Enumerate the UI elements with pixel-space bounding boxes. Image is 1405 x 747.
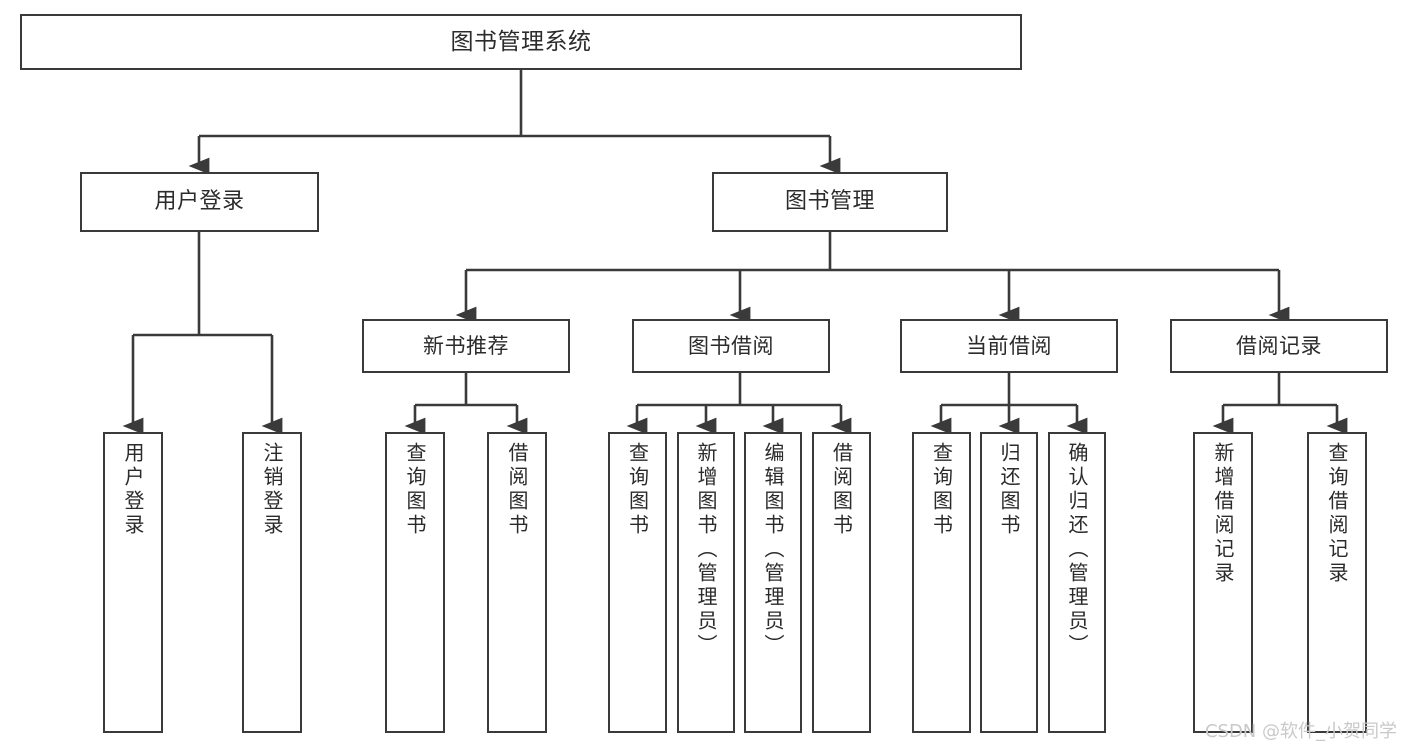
node-current-borrow[interactable]: 当前借阅 [900,319,1118,373]
node-user-login[interactable]: 用户登录 [80,172,319,232]
node-leaf-query-book-1-label: 查询图书 [403,442,427,538]
node-leaf-query-borrow-record-label: 查询借阅记录 [1325,442,1349,586]
node-current-borrow-label: 当前借阅 [966,333,1052,358]
node-leaf-borrow-book-2-label: 借阅图书 [829,442,854,538]
node-leaf-query-book-3[interactable]: 查询图书 [912,432,971,733]
node-leaf-borrow-book-2[interactable]: 借阅图书 [812,432,871,733]
node-user-login-label: 用户登录 [154,189,245,215]
node-leaf-return-book[interactable]: 归还图书 [980,432,1038,733]
node-leaf-logout-login[interactable]: 注销登录 [242,432,302,733]
node-leaf-borrow-book-1-label: 借阅图书 [505,442,529,538]
node-book-borrow[interactable]: 图书借阅 [632,319,830,373]
node-leaf-edit-book-admin-label: 编辑图书（管理员） [761,442,785,658]
node-book-management[interactable]: 图书管理 [712,172,948,232]
node-leaf-query-book-1[interactable]: 查询图书 [385,432,445,733]
node-borrow-record[interactable]: 借阅记录 [1170,319,1388,373]
node-leaf-add-borrow-record-label: 新增借阅记录 [1211,442,1235,586]
node-leaf-user-login[interactable]: 用户登录 [103,432,163,733]
csdn-watermark: CSDN @软件_小贺同学 [1204,721,1397,742]
node-root[interactable]: 图书管理系统 [20,14,1022,70]
node-leaf-query-borrow-record[interactable]: 查询借阅记录 [1307,432,1367,733]
node-new-book-recommend[interactable]: 新书推荐 [362,319,570,373]
node-borrow-record-label: 借阅记录 [1236,333,1322,358]
node-leaf-return-book-label: 归还图书 [997,442,1021,538]
node-leaf-edit-book-admin[interactable]: 编辑图书（管理员） [744,432,802,733]
node-leaf-add-book-admin-label: 新增图书（管理员） [694,442,718,658]
node-leaf-user-login-label: 用户登录 [121,442,145,538]
node-book-borrow-label: 图书借阅 [688,333,774,358]
node-leaf-confirm-return-admin-label: 确认归还（管理员） [1065,442,1089,658]
node-leaf-query-book-3-label: 查询图书 [929,442,954,538]
node-root-label: 图书管理系统 [450,28,592,55]
node-leaf-query-book-2-label: 查询图书 [625,442,650,538]
node-leaf-confirm-return-admin[interactable]: 确认归还（管理员） [1048,432,1106,733]
node-book-management-label: 图书管理 [784,189,875,215]
node-leaf-add-borrow-record[interactable]: 新增借阅记录 [1193,432,1253,733]
node-leaf-query-book-2[interactable]: 查询图书 [608,432,667,733]
node-leaf-logout-login-label: 注销登录 [260,442,284,538]
node-leaf-add-book-admin[interactable]: 新增图书（管理员） [677,432,735,733]
node-leaf-borrow-book-1[interactable]: 借阅图书 [487,432,547,733]
node-new-book-recommend-label: 新书推荐 [423,333,509,358]
